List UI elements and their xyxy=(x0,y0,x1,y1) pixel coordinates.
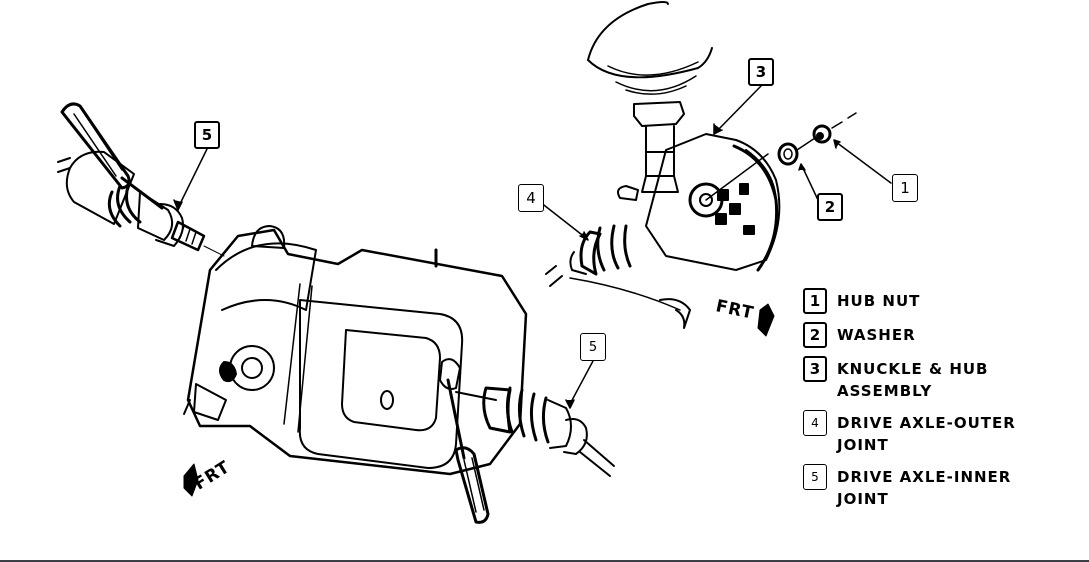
legend-label: KNUCKLE & HUB ASSEMBLY xyxy=(837,360,989,400)
legend-number: 4 xyxy=(803,410,827,436)
callout-box-4: 4 xyxy=(518,184,544,212)
frt-lower-arrow-icon xyxy=(183,463,199,497)
transaxle-illustration xyxy=(183,225,528,476)
legend-number: 3 xyxy=(803,356,827,382)
leader-lines xyxy=(173,85,892,409)
legend-item-drive-axle-outer-joint: 4 DRIVE AXLE-OUTER JOINT xyxy=(803,410,1083,456)
parts-legend: 1 HUB NUT 2 WASHER 3 KNUCKLE & HUB ASSEM… xyxy=(803,288,1083,518)
bottom-border xyxy=(0,560,1089,562)
legend-label: DRIVE AXLE-INNER JOINT xyxy=(837,468,1012,508)
callout-box-3: 3 xyxy=(748,58,774,86)
callout-box-2: 2 xyxy=(817,193,843,221)
frt-upper-arrow-icon xyxy=(757,303,775,337)
legend-item-hub-nut: 1 HUB NUT xyxy=(803,288,1083,314)
left-inner-joint-illustration xyxy=(57,102,225,257)
callout-box-5-left: 5 xyxy=(194,121,220,149)
callout-box-1: 1 xyxy=(892,174,918,202)
knuckle-hub-illustration xyxy=(545,1,857,329)
right-inner-joint-illustration xyxy=(446,378,615,524)
callout-box-5-right: 5 xyxy=(580,333,606,361)
legend-number: 5 xyxy=(803,464,827,490)
legend-label: DRIVE AXLE-OUTER JOINT xyxy=(837,414,1016,454)
legend-item-washer: 2 WASHER xyxy=(803,322,1083,348)
legend-label: HUB NUT xyxy=(837,292,921,310)
legend-label: WASHER xyxy=(837,326,916,344)
legend-item-knuckle-hub-assembly: 3 KNUCKLE & HUB ASSEMBLY xyxy=(803,356,1083,402)
legend-number: 1 xyxy=(803,288,827,314)
legend-number: 2 xyxy=(803,322,827,348)
legend-item-drive-axle-inner-joint: 5 DRIVE AXLE-INNER JOINT xyxy=(803,464,1083,510)
